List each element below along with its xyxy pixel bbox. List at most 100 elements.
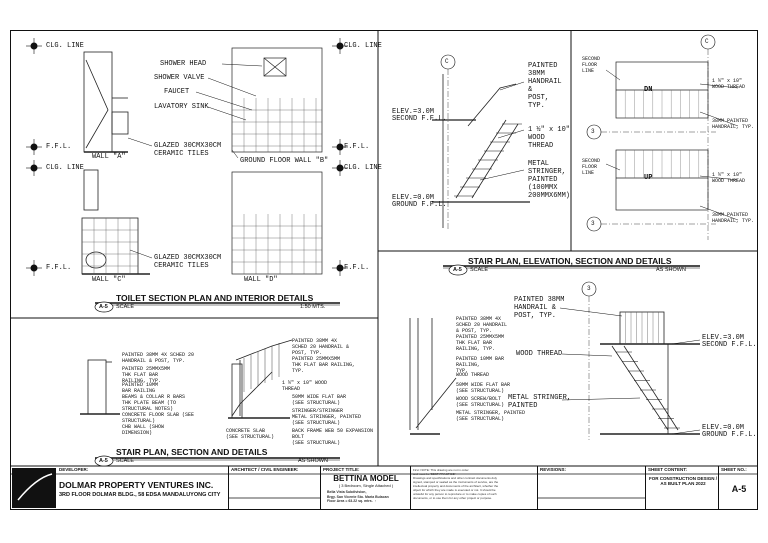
- wall-c-label: WALL "C": [92, 276, 126, 284]
- note-flat-bar: PAINTED 25MMX5MM THK FLAT BAR RAILING, T…: [292, 356, 356, 374]
- note-stringer: METAL STRINGER, PAINTED (SEE STRUCTURAL): [456, 410, 526, 422]
- grid-bubble-c: C: [705, 38, 709, 45]
- note-metal-stringer: METAL STRINGER, PAINTED (100MMX 200MMX6M…: [528, 160, 571, 200]
- revisions-heading: REVISIONS:: [540, 467, 567, 472]
- note-beams: BEAMS & COLLAR R BARS THK PLATE BEAM (TO…: [122, 394, 186, 412]
- sheet-number: A-5: [731, 484, 747, 494]
- note-handrail: 38MM PAINTED HANDRAIL, TYP.: [712, 118, 755, 130]
- scale-label: SCALE: [116, 304, 135, 310]
- company-name: DOLMAR PROPERTY VENTURES INC.: [59, 480, 214, 490]
- notes-block: First: NOTE: This drawing are not in ord…: [410, 466, 537, 510]
- note-bar-railing: PAINTED 10MM BAR RAILING: [122, 382, 159, 394]
- detail-tag: A-5: [99, 304, 108, 310]
- note-concrete-slab: CONCRETE SLAB (SEE STRUCTURAL): [226, 428, 275, 440]
- ffl-label: F.F.L.: [46, 264, 72, 272]
- scale-label: SCALE: [116, 458, 135, 464]
- architect-heading: ARCHITECT / CIVIL ENGINEER:: [231, 467, 299, 472]
- drawing-sheet: [10, 30, 758, 510]
- elev-0-label: ELEV.=0.0M: [392, 194, 435, 202]
- revisions-block: REVISIONS:: [537, 466, 645, 510]
- note-slab: CONCRETE FLOOR SLAB (SEE STRUCTURAL): [122, 412, 195, 424]
- note-wood-thread: 1 ½" x 10" WOOD THREAD: [712, 78, 746, 90]
- stair-plan-title: STAIR PLAN, SECTION AND DETAILS: [116, 447, 268, 457]
- ffl-label: F.F.L.: [46, 143, 72, 151]
- note-handrail: PAINTED 38MM 4X SCHED 20 HANDRAIL & POST…: [456, 316, 508, 334]
- second-ffl-label: SECOND F.F.L.: [392, 115, 447, 123]
- wall-a-label: WALL "A": [92, 153, 126, 161]
- architect-block: ARCHITECT / CIVIL ENGINEER:: [228, 466, 320, 510]
- note-handrail: PAINTED 38MM 4X SCHED 20 HANDRAIL & POST…: [122, 352, 195, 364]
- elev-0-label: ELEV.=0.0M: [702, 424, 745, 432]
- grid-bubble-3: 3: [591, 128, 595, 135]
- note-flat-bar-wide: 50MM WIDE FLAT BAR (SEE STRUCTURAL): [292, 394, 347, 406]
- second-floor-line-label: SECOND FLOOR LINE: [582, 56, 601, 74]
- sheet-content-text: FOR CONSTRUCTION DESIGN / AS BUILT PLAN …: [648, 476, 717, 486]
- note-handrail: PAINTED 38MM 4X SCHED 20 HANDRAIL & POST…: [292, 338, 350, 356]
- note-wood-thread: 1 ½" x 10" WOOD THREAD: [282, 380, 328, 392]
- shower-valve-label: SHOWER VALVE: [154, 74, 205, 82]
- scale-value: AS SHOWN: [656, 267, 686, 273]
- grid-bubble-c: C: [445, 58, 449, 65]
- up-arrow-label: UP: [644, 174, 653, 182]
- detail-tag: A-5: [453, 267, 462, 273]
- company-address: 3RD FLOOR DOLMAR BLDG., 58 EDSA MANDALUY…: [59, 492, 221, 498]
- glazed-tiles-label: GLAZED 30CMX30CM CERAMIC TILES: [154, 254, 222, 270]
- stair-elevation-title: STAIR PLAN, ELEVATION, SECTION AND DETAI…: [468, 256, 672, 266]
- note-flat-bar-wide: 50MM WIDE FLAT BAR (SEE STRUCTURAL): [456, 382, 511, 394]
- note-painted-handrail: PAINTED 38MM HANDRAIL & POST, TYP.: [528, 62, 562, 110]
- ffl-label: F.F.L.: [344, 264, 370, 272]
- ground-ffl-label: GROUND F.F.L.: [392, 201, 447, 209]
- second-ffl-label: SECOND F.F.L.: [702, 341, 757, 349]
- scale-value: AS SHOWN: [298, 458, 328, 464]
- note-flat-bar: PAINTED 25MMX5MM THK FLAT BAR RAILING, T…: [456, 334, 505, 352]
- note-handrail: 38MM PAINTED HANDRAIL, TYP.: [712, 212, 755, 224]
- wall-b-label: GROUND FLOOR WALL "B": [240, 157, 329, 165]
- clg-line-label: CLG. LINE: [344, 164, 382, 172]
- grid-bubble-3: 3: [591, 220, 595, 227]
- project-name: BETTINA MODEL: [333, 474, 399, 483]
- second-floor-line-label: SECOND FLOOR LINE: [582, 158, 601, 176]
- ground-ffl-label: GROUND F.F.L.: [702, 431, 757, 439]
- project-location: Bella Vista Subdivision, Brgy. San Vicen…: [327, 490, 389, 503]
- sheet-content-block: SHEET CONTENT: FOR CONSTRUCTION DESIGN /…: [645, 466, 718, 510]
- ffl-label: F.F.L.: [344, 143, 370, 151]
- wall-d-label: WALL "D": [244, 276, 278, 284]
- note-back-frame: BACK FRAME WEB 50 EXPANSION BOLT (SEE ST…: [292, 428, 374, 446]
- note-flat-bar: PAINTED 25MMX5MM THK FLAT BAR RAILING, T…: [122, 366, 171, 384]
- glazed-tiles-label: GLAZED 30CMX30CM CERAMIC TILES: [154, 142, 222, 158]
- note-wood-thread: 1 ½" x 10" WOOD THREAD: [712, 172, 746, 184]
- clg-line-label: CLG. LINE: [46, 42, 84, 50]
- elev-3-label: ELEV.=3.0M: [392, 108, 435, 116]
- note-bar-railing: PAINTED 10MM BAR RAILING, TYP.: [456, 356, 505, 374]
- elev-3-label: ELEV.=3.0M: [702, 334, 745, 342]
- sheet-number-block: SHEET NO.: A-5: [718, 466, 758, 510]
- project-heading: PROJECT TITLE:: [323, 467, 360, 472]
- note-chb: CHB WALL (SHOW DIMENSION): [122, 424, 165, 436]
- note-painted-handrail: PAINTED 38MM HANDRAIL & POST, TYP.: [514, 296, 565, 320]
- note-stringer: STRINGER/STRINGER METAL STRINGER, PAINTE…: [292, 408, 362, 426]
- project-block: PROJECT TITLE: BETTINA MODEL ( 3 Bedroom…: [320, 466, 410, 510]
- note-wood-thread: WOOD THREAD: [456, 372, 490, 378]
- grid-bubble-3: 3: [587, 285, 591, 292]
- sheet-content-heading: SHEET CONTENT:: [648, 467, 688, 472]
- note-metal-stringer: METAL STRINGER, PAINTED: [508, 394, 572, 410]
- scale-value: 1:50 MTS.: [300, 304, 326, 310]
- clg-line-label: CLG. LINE: [46, 164, 84, 172]
- note-wood-thread: 1 ½" x 10" WOOD THREAD: [528, 126, 571, 150]
- developer-heading: DEVELOPER:: [59, 467, 89, 472]
- faucet-label: FAUCET: [164, 88, 190, 96]
- legal-notes: First: NOTE: This drawing are not in ord…: [413, 468, 499, 500]
- developer-block: DEVELOPER: DOLMAR PROPERTY VENTURES INC.…: [10, 466, 228, 510]
- note-wood-thread: WOOD THREAD: [516, 350, 563, 358]
- down-arrow-label: DN: [644, 86, 653, 94]
- detail-tag: A-5: [99, 458, 108, 464]
- sheet-number-heading: SHEET NO.:: [721, 467, 747, 472]
- shower-head-label: SHOWER HEAD: [160, 60, 207, 68]
- note-screw: WOOD SCREW/BOLT (SEE STRUCTURAL): [456, 396, 505, 408]
- toilet-section-title: TOILET SECTION PLAN AND INTERIOR DETAILS: [116, 293, 314, 303]
- scale-label: SCALE: [470, 267, 489, 273]
- project-subtitle: ( 3 Bedroom, Single Attached ): [338, 483, 394, 488]
- clg-line-label: CLG. LINE: [344, 42, 382, 50]
- lavatory-sink-label: LAVATORY SINK: [154, 103, 209, 111]
